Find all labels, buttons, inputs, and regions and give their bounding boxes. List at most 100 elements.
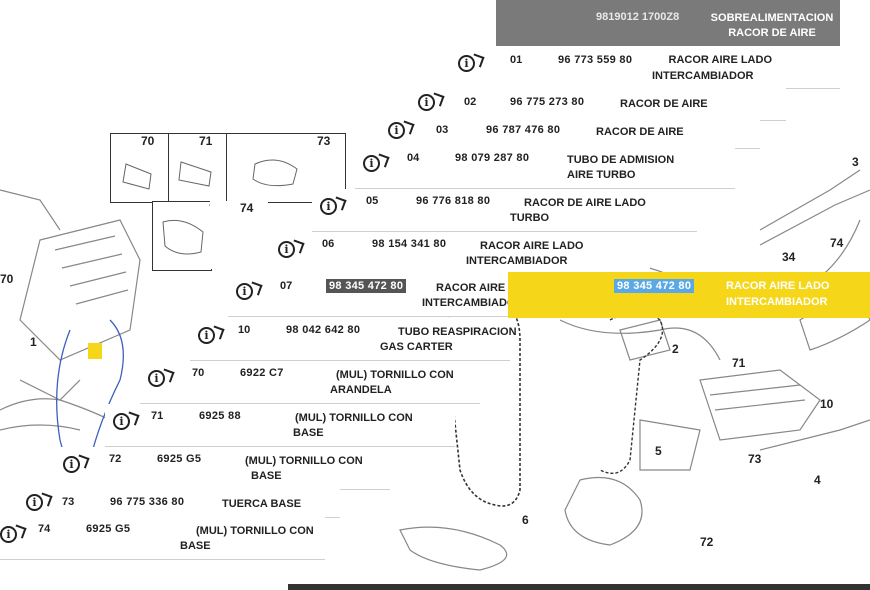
- row-desc-1: (MUL) TORNILLO CON: [245, 455, 363, 467]
- row-pos: 06: [322, 238, 335, 250]
- row-pos: 05: [366, 195, 379, 207]
- row-desc-2: BASE: [251, 470, 282, 482]
- row-desc-1: RACOR AIRE LADO: [480, 240, 584, 252]
- header-ref-col: 9819012 1700Z8: [596, 11, 680, 23]
- thumb-label: 73: [317, 134, 331, 148]
- callout-74[interactable]: 74: [830, 236, 844, 250]
- callout-3[interactable]: 3: [852, 155, 859, 169]
- row-ref[interactable]: 98 079 287 80: [455, 152, 530, 164]
- table-header: 9819012 1700Z8 SOBREALIMENTACION RACOR D…: [496, 0, 840, 46]
- info-icon[interactable]: i: [320, 198, 337, 215]
- highlight-ref[interactable]: 98 345 472 80: [614, 279, 695, 293]
- row-desc-1: (MUL) TORNILLO CON: [295, 412, 413, 424]
- callout-1[interactable]: 1: [30, 335, 37, 349]
- callout-4[interactable]: 4: [814, 473, 821, 487]
- row-ref[interactable]: 98 345 472 80: [326, 279, 407, 293]
- row-pos: 71: [151, 410, 164, 422]
- table-row[interactable]: i 71 6925 88 (MUL) TORNILLO CON BASE: [105, 404, 455, 447]
- row-desc-1: RACOR DE AIRE LADO: [524, 197, 646, 209]
- table-row[interactable]: i 72 6925 G5 (MUL) TORNILLO CON BASE: [55, 447, 390, 490]
- row-ref[interactable]: 96 773 559 80: [558, 54, 633, 66]
- row-pos: 07: [280, 280, 293, 292]
- row-ref[interactable]: 98 154 341 80: [372, 238, 447, 250]
- thumb-part-70[interactable]: 70: [110, 133, 170, 203]
- row-desc-2: GAS CARTER: [380, 341, 453, 353]
- table-row[interactable]: i 03 96 787 476 80 RACOR DE AIRE: [380, 116, 760, 149]
- row-pos: 73: [62, 496, 75, 508]
- row-desc-1: TUERCA BASE: [222, 498, 302, 510]
- callout-73[interactable]: 73: [748, 452, 762, 466]
- info-icon[interactable]: i: [363, 155, 380, 172]
- row-pos: 70: [192, 367, 205, 379]
- info-icon[interactable]: i: [388, 122, 405, 139]
- row-desc-1: TUBO REASPIRACION: [398, 326, 517, 338]
- info-icon[interactable]: i: [418, 94, 435, 111]
- row-desc-1: (MUL) TORNILLO CON: [336, 369, 454, 381]
- row-ref[interactable]: 6922 C7: [240, 367, 284, 379]
- row-ref[interactable]: 96 775 336 80: [110, 496, 185, 508]
- callout-2[interactable]: 2: [672, 342, 679, 356]
- selected-row-highlight[interactable]: 98 345 472 80 RACOR AIRE LADO INTERCAMBI…: [508, 272, 870, 318]
- row-ref[interactable]: 98 042 642 80: [286, 324, 361, 336]
- info-icon[interactable]: i: [26, 494, 43, 511]
- thumb-part-72[interactable]: 72: [152, 201, 222, 271]
- callout-10[interactable]: 10: [820, 397, 834, 411]
- thumb-label: 74: [240, 201, 254, 215]
- table-row[interactable]: i 06 98 154 341 80 RACOR AIRE LADO INTER…: [270, 232, 650, 275]
- info-icon[interactable]: i: [113, 413, 130, 430]
- table-row[interactable]: i 73 96 775 336 80 TUERCA BASE: [20, 489, 340, 518]
- row-pos: 02: [464, 96, 477, 108]
- row-ref[interactable]: 96 787 476 80: [486, 124, 561, 136]
- info-icon[interactable]: i: [148, 370, 165, 387]
- row-desc-1: (MUL) TORNILLO CON: [196, 525, 314, 537]
- thumb-part-71[interactable]: 71: [168, 133, 228, 203]
- info-icon[interactable]: i: [236, 283, 253, 300]
- table-row[interactable]: i 04 98 079 287 80 TUBO DE ADMISION AIRE…: [355, 146, 735, 189]
- row-desc-2: INTERCAMBIADOR: [652, 70, 754, 82]
- row-ref[interactable]: 6925 88: [199, 410, 241, 422]
- table-row[interactable]: i 02 96 775 273 80 RACOR DE AIRE: [410, 88, 786, 121]
- highlight-desc-1: RACOR AIRE LADO: [726, 280, 830, 292]
- thumb-label: 71: [199, 134, 213, 148]
- row-ref[interactable]: 6925 G5: [157, 453, 202, 465]
- callout-34[interactable]: 34: [782, 250, 796, 264]
- row-desc-2: INTERCAMBIADOR: [422, 297, 524, 309]
- callout-72[interactable]: 72: [700, 535, 714, 549]
- row-desc-2: INTERCAMBIADOR: [466, 255, 568, 267]
- row-pos: 10: [238, 324, 251, 336]
- row-ref[interactable]: 96 776 818 80: [416, 195, 491, 207]
- thumb-part-74[interactable]: 74: [210, 201, 268, 269]
- row-desc-1: TUBO DE ADMISION: [567, 154, 675, 166]
- callout-71[interactable]: 71: [732, 356, 746, 370]
- table-row[interactable]: i 05 96 776 818 80 RACOR DE AIRE LADO TU…: [312, 189, 697, 232]
- row-ref[interactable]: 6925 G5: [86, 523, 131, 535]
- info-icon[interactable]: i: [278, 241, 295, 258]
- callout-70[interactable]: 70: [0, 272, 14, 286]
- info-icon[interactable]: i: [458, 55, 475, 72]
- table-row[interactable]: i 01 96 773 559 80 RACOR AIRE LADO INTER…: [450, 46, 840, 89]
- row-desc-2: ARANDELA: [330, 384, 392, 396]
- table-row[interactable]: i 70 6922 C7 (MUL) TORNILLO CON ARANDELA: [140, 361, 480, 404]
- row-desc-2: BASE: [180, 540, 211, 552]
- row-ref[interactable]: 96 775 273 80: [510, 96, 585, 108]
- bottom-scrollbar[interactable]: [288, 584, 870, 590]
- table-row-selected[interactable]: i 07 98 345 472 80 RACOR AIRE LADO INTER…: [228, 274, 539, 317]
- row-desc-2: BASE: [293, 427, 324, 439]
- info-icon[interactable]: i: [198, 327, 215, 344]
- table-row[interactable]: i 74 6925 G5 (MUL) TORNILLO CON BASE: [0, 517, 325, 560]
- info-icon[interactable]: i: [0, 526, 17, 543]
- row-desc-2: AIRE TURBO: [567, 169, 636, 181]
- row-desc-1: RACOR DE AIRE: [596, 126, 684, 138]
- callout-5[interactable]: 5: [655, 444, 662, 458]
- row-desc-2: TURBO: [510, 212, 550, 224]
- row-pos: 04: [407, 152, 420, 164]
- header-desc-col: SOBREALIMENTACION RACOR DE AIRE: [710, 12, 834, 39]
- highlight-desc-2: INTERCAMBIADOR: [726, 296, 828, 308]
- thumb-label: 70: [141, 134, 155, 148]
- table-row[interactable]: i 10 98 042 642 80 TUBO REASPIRACION GAS…: [190, 318, 517, 361]
- row-pos: 03: [436, 124, 449, 136]
- info-icon[interactable]: i: [63, 456, 80, 473]
- callout-6[interactable]: 6: [522, 513, 529, 527]
